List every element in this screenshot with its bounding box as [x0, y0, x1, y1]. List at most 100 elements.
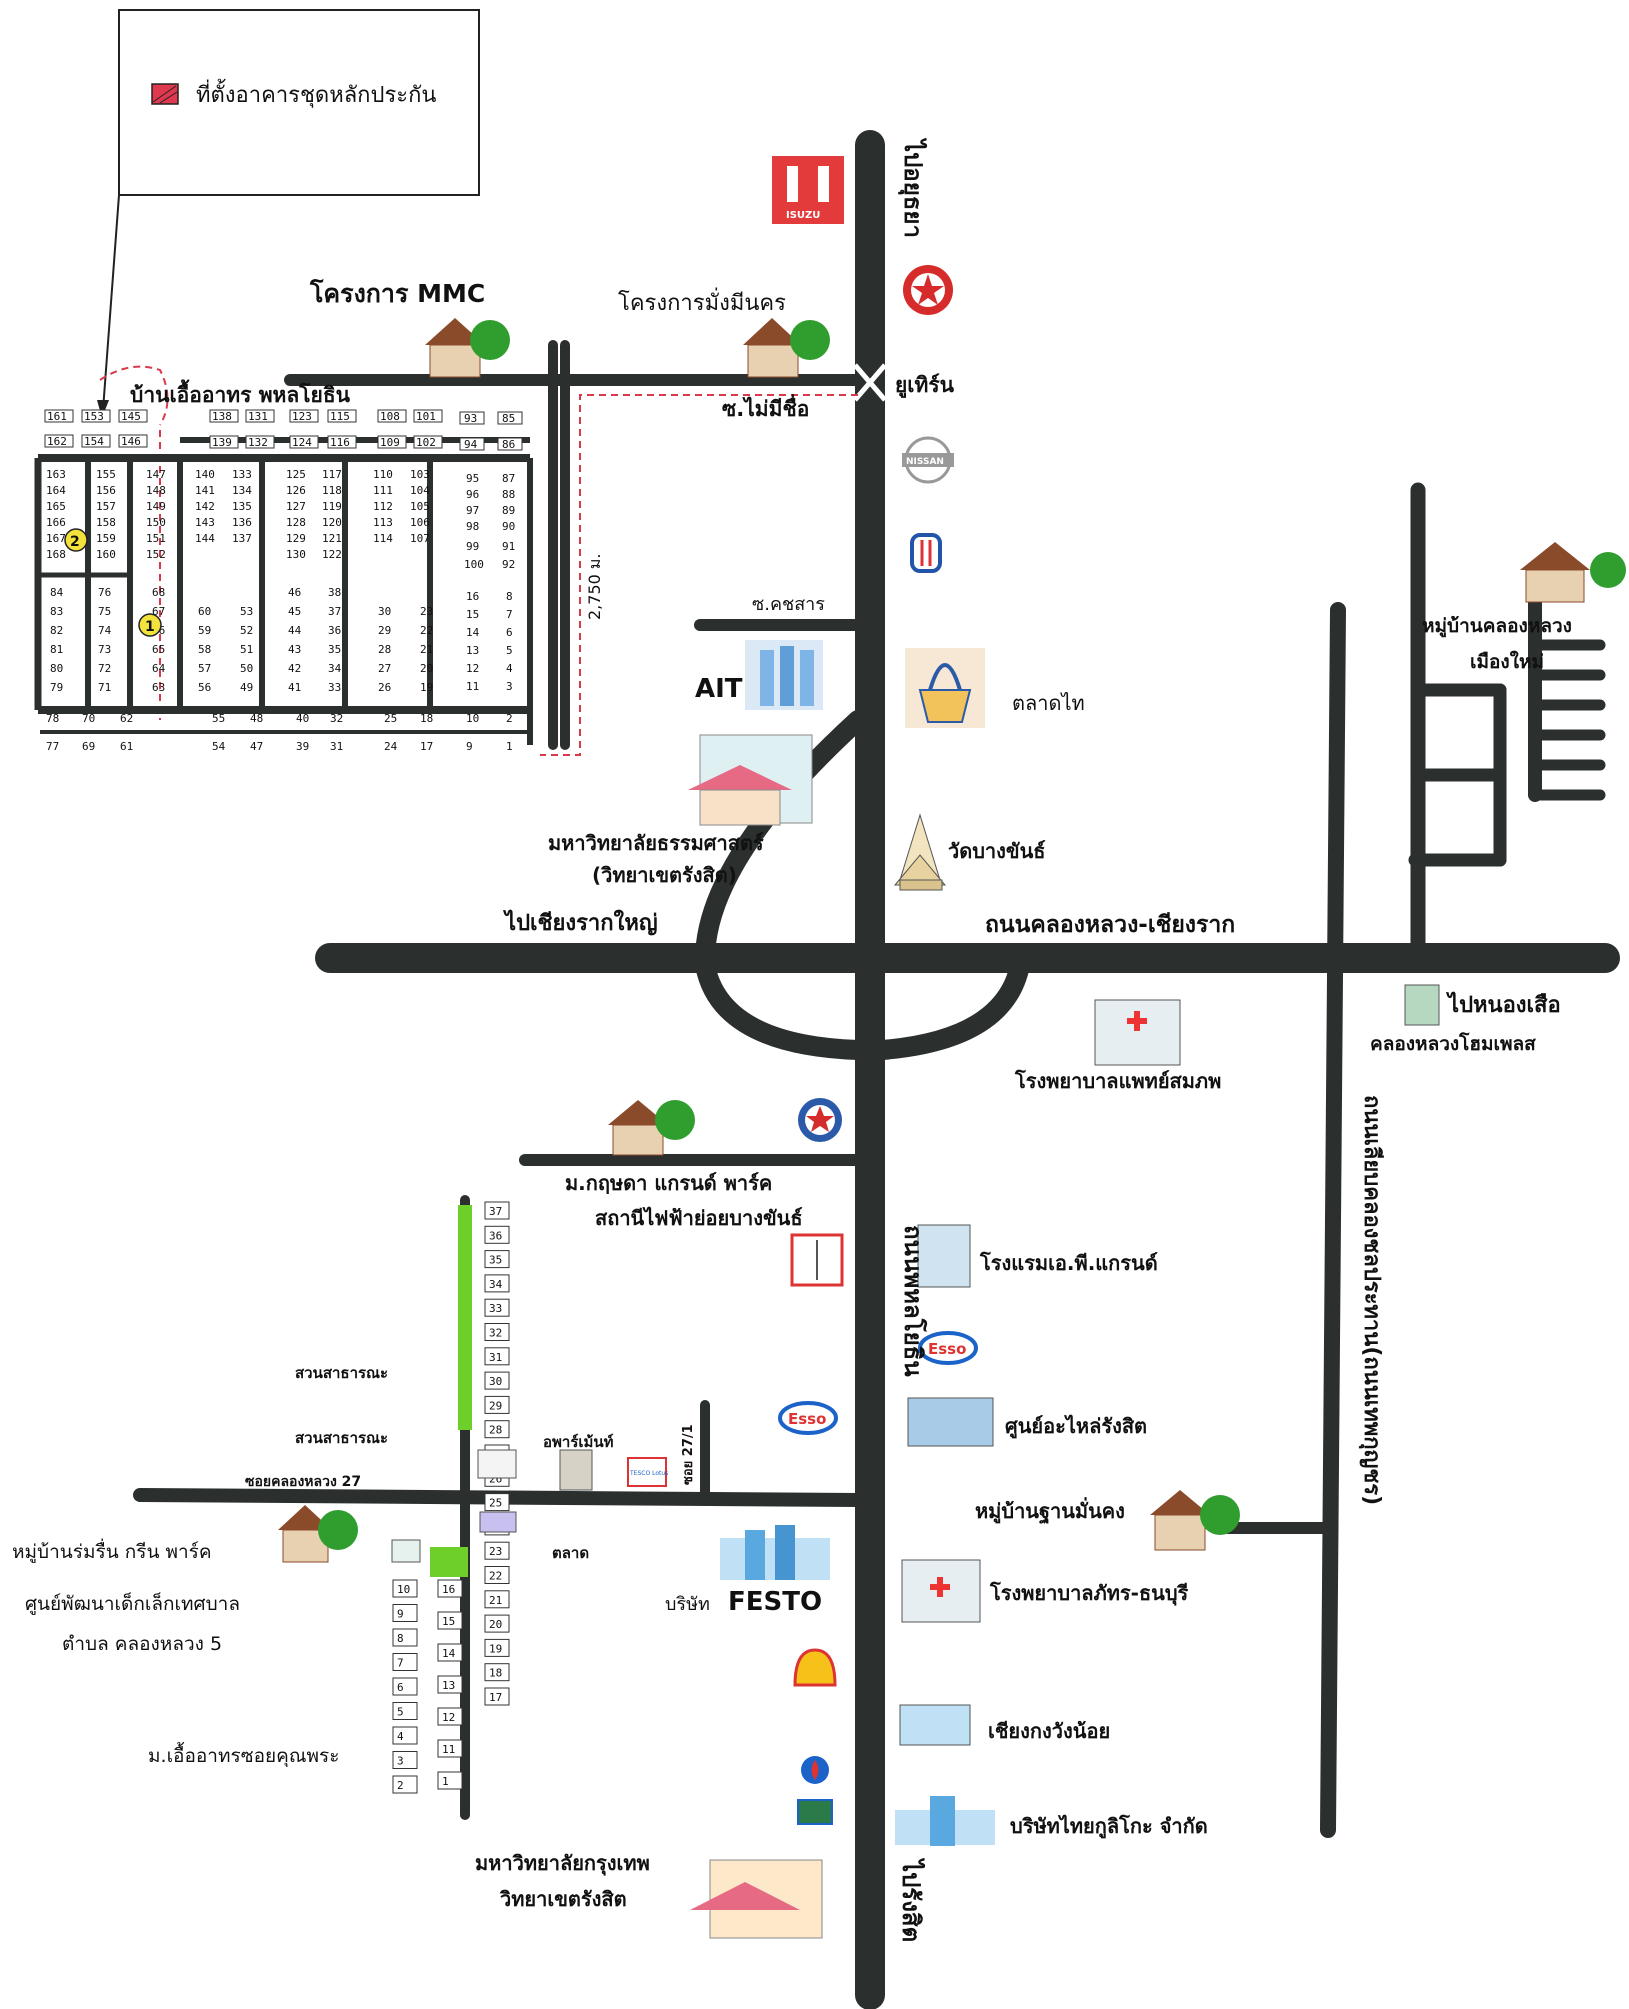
svg-text:128: 128 [286, 516, 306, 529]
plot-number: 5 [397, 1706, 404, 1719]
svg-text:126: 126 [286, 484, 306, 497]
svg-text:96: 96 [466, 488, 479, 501]
svg-text:40: 40 [296, 712, 309, 725]
label-mang-mee-nakhon: โครงการมั่งมีนคร [618, 287, 786, 316]
svg-text:151: 151 [146, 532, 166, 545]
svg-text:85: 85 [502, 412, 515, 425]
svg-text:87: 87 [502, 472, 515, 485]
label-liap-khlong-chonprathan: ถนนเลียบคลองชลประทาน(ถนนเทพกุญชร) [1358, 1095, 1384, 1505]
bangchak-icon [797, 1799, 833, 1825]
svg-text:6: 6 [506, 626, 513, 639]
svg-text:94: 94 [464, 438, 478, 451]
svg-text:92: 92 [502, 558, 515, 571]
plot-box [392, 1751, 418, 1769]
plot-number: 6 [397, 1681, 404, 1694]
plot-box [484, 1225, 510, 1244]
plot-box [484, 1590, 510, 1609]
label-than-man-khong: หมู่บ้านฐานมั่นคง [975, 1496, 1125, 1525]
svg-text:155: 155 [96, 468, 116, 481]
svg-text:14: 14 [466, 626, 480, 639]
svg-text:152: 152 [146, 548, 166, 561]
svg-text:78: 78 [46, 712, 59, 725]
label-to-rangsit: ไปรังสิต [897, 1857, 926, 1942]
shell-icon [793, 1648, 837, 1687]
svg-text:8: 8 [506, 590, 513, 603]
label-baan-uea-athon: บ้านเอื้ออาทร พหลโยธิน [130, 379, 351, 407]
plot-number: 8 [397, 1632, 404, 1645]
svg-text:NISSAN: NISSAN [906, 457, 944, 467]
svg-text:159: 159 [96, 532, 116, 545]
svg-text:58: 58 [198, 643, 211, 656]
plot-number: 35 [489, 1254, 502, 1267]
plot-number: 22 [489, 1570, 502, 1583]
ptt-icon [801, 1756, 829, 1784]
plot-number: 3 [397, 1755, 404, 1768]
plot-number: 20 [489, 1618, 502, 1631]
label-ait: AIT [695, 674, 743, 704]
svg-text:49: 49 [240, 681, 253, 694]
svg-text:41: 41 [288, 681, 301, 694]
hospital-icon-phatara [901, 1559, 981, 1623]
label-thammasat-sub: (วิทยาเขตรังสิต) [592, 863, 737, 887]
svg-text:53: 53 [240, 605, 253, 618]
car-brand-icon [910, 533, 942, 573]
plot-box [392, 1653, 418, 1671]
label-khlong-luang-homeplace: คลองหลวงโฮมเพลส [1370, 1032, 1536, 1055]
svg-text:20: 20 [420, 662, 433, 675]
svg-text:16: 16 [466, 590, 479, 603]
plot-box [484, 1541, 510, 1560]
plot-number: 34 [489, 1278, 503, 1291]
svg-text:62: 62 [120, 712, 133, 725]
svg-text:34: 34 [328, 662, 342, 675]
plot-number: 32 [489, 1327, 502, 1340]
label-to-nong-suea: ไปหนองเสือ [1446, 991, 1561, 1018]
spare-parts-building-icon [907, 1397, 994, 1447]
label-mu-baan-khlong-luang: หมู่บ้านคลองหลวง [1422, 615, 1572, 638]
plot-box [484, 1323, 510, 1341]
nissan-logo: NISSAN [902, 436, 954, 484]
svg-text:104: 104 [410, 484, 430, 497]
svg-text:17: 17 [420, 740, 433, 753]
caltex-icon-top [903, 265, 953, 315]
plot-number: 15 [442, 1615, 455, 1628]
svg-text:91: 91 [502, 540, 515, 553]
lower-plots: 3736353433323130292827262524232221201918… [391, 1201, 517, 1794]
label-soi-no-name: ซ.ไม่มีชื่อ [722, 393, 809, 421]
svg-text:106: 106 [410, 516, 430, 529]
svg-text:27: 27 [378, 662, 391, 675]
svg-text:45: 45 [288, 605, 301, 618]
substation-icon [790, 1233, 844, 1287]
svg-text:7: 7 [506, 608, 513, 621]
plot-box [484, 1566, 510, 1584]
svg-text:147: 147 [146, 468, 166, 481]
svg-text:12: 12 [466, 662, 479, 675]
svg-text:65: 65 [152, 643, 165, 656]
svg-text:97: 97 [466, 504, 479, 517]
plot-number: 29 [489, 1399, 502, 1412]
svg-text:154: 154 [84, 435, 104, 448]
plot-number: 33 [489, 1302, 502, 1315]
plot-number: 31 [489, 1351, 502, 1364]
label-phahonyothin: ถนนพหลโยธิน [899, 1225, 928, 1377]
label-market: ตลาด [552, 1544, 589, 1562]
svg-text:129: 129 [286, 532, 306, 545]
plot-number: 17 [489, 1691, 502, 1704]
svg-text:127: 127 [286, 500, 306, 513]
plot-box [484, 1614, 510, 1633]
svg-text:1: 1 [506, 740, 513, 753]
esso-icon-right: Esso [918, 1331, 978, 1365]
plot-box [484, 1395, 510, 1414]
svg-text:47: 47 [250, 740, 263, 753]
plot-number: 23 [489, 1545, 502, 1558]
plot-number: 18 [489, 1667, 502, 1680]
plot-number: 13 [442, 1679, 455, 1692]
svg-text:165: 165 [46, 500, 66, 513]
house-icon-kritsada [608, 1100, 695, 1156]
road-network [133, 130, 1620, 2009]
svg-text:2: 2 [506, 712, 513, 725]
label-child-center: ศูนย์พัฒนาเด็กเล็กเทศบาล [25, 1591, 240, 1615]
svg-text:25: 25 [384, 712, 397, 725]
plot-number: 12 [442, 1711, 455, 1724]
plot-box [437, 1771, 463, 1790]
marker-1-label: 1 [145, 619, 155, 635]
